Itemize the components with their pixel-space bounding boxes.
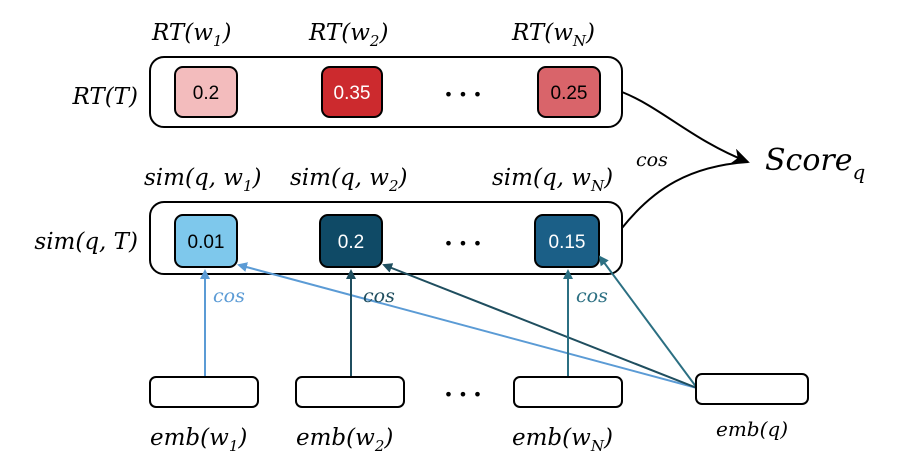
sim-col-label-2: sim(q, w2): [290, 165, 408, 195]
emb-wn-box: [513, 376, 623, 408]
emb-w2-box: [295, 376, 405, 408]
emb-label-2: emb(w2): [296, 425, 393, 455]
emb-ellipsis: • • •: [444, 385, 482, 404]
sim-cell-1: 0.01: [174, 214, 238, 268]
sim-col-label-1: sim(q, w1): [144, 165, 262, 195]
rt-row-label: RT(T): [71, 84, 138, 110]
emb-q-to-sim2-arrow: [382, 263, 698, 389]
sim-row-container: [149, 201, 623, 275]
rt-cell-2-value: 0.35: [334, 83, 371, 104]
sim-ellipsis: • • •: [444, 234, 482, 253]
sim-row-label: sim(q, T): [34, 229, 138, 255]
sim-cell-2-box: [319, 214, 383, 268]
emb-q-box: [695, 373, 809, 405]
sim-col-label-n: sim(q, wN): [492, 165, 613, 195]
emb-q-to-sim1-arrow: [237, 262, 698, 389]
sim-cell-n-box: [534, 214, 600, 268]
rt-to-score-arrow: [621, 91, 750, 164]
emb-q-to-simn-arrow: [598, 255, 698, 389]
score-cos-label: cos: [636, 149, 668, 171]
sim-cell-n: 0.15: [534, 214, 600, 268]
rt-cell-n-box: [537, 66, 601, 118]
cos-label-1: cos: [213, 285, 245, 307]
rt-cell-2-box: [321, 66, 383, 118]
rt-cell-2: 0.35: [321, 66, 383, 118]
rt-col-label-n: RT(wN): [511, 20, 595, 50]
rt-cell-1: 0.2: [174, 66, 238, 118]
sim-cell-1-value: 0.01: [188, 232, 225, 253]
rt-cell-1-box: [174, 66, 238, 118]
rt-col-label-2: RT(w2): [308, 20, 388, 50]
emb-w1-box: [149, 376, 259, 408]
emb-q-label: emb(q): [716, 417, 788, 441]
emb-label-1: emb(w1): [150, 425, 247, 455]
sim-cell-1-box: [174, 214, 238, 268]
rt-cell-1-value: 0.2: [193, 83, 219, 104]
sim-cell-n-value: 0.15: [549, 232, 586, 253]
rt-col-label-1: RT(w1): [151, 20, 231, 50]
sim-cell-2-value: 0.2: [338, 232, 364, 253]
rt-cell-n: 0.25: [537, 66, 601, 118]
cos-label-n: cos: [576, 285, 608, 307]
emb-label-n: emb(wN): [512, 425, 613, 455]
sim-to-score-curve: [621, 161, 749, 229]
sim-cell-2: 0.2: [319, 214, 383, 268]
sim-column-labels: sim(q, w1) sim(q, w2) sim(q, wN): [144, 165, 613, 195]
rt-ellipsis: • • •: [444, 85, 482, 104]
rt-column-labels: RT(w1) RT(w2) RT(wN): [151, 20, 595, 50]
score-label: Scoreq: [765, 143, 865, 184]
rt-cell-n-value: 0.25: [551, 83, 588, 104]
cos-label-2: cos: [363, 285, 395, 307]
